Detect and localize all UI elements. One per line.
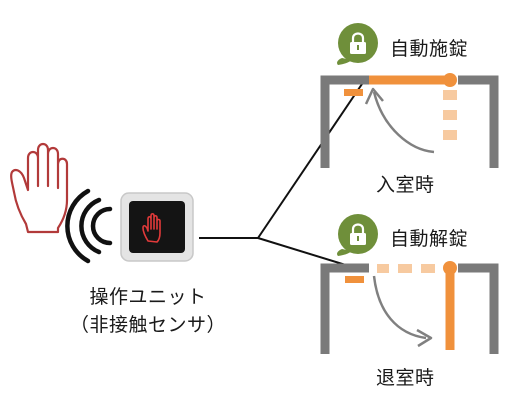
padlock-icon	[337, 214, 378, 256]
padlock-icon	[337, 23, 378, 65]
door-diagram-unlock	[320, 261, 499, 354]
unlock-trigger-label: 退室時	[376, 367, 435, 389]
operation-unit	[120, 192, 194, 262]
lock-event-label: 自動施錠	[390, 38, 469, 60]
signal-icon	[65, 188, 113, 264]
unit-name-label: 操作ユニット	[89, 286, 207, 308]
swing-arrow-icon	[372, 275, 427, 340]
unlock-event-label: 自動解錠	[390, 228, 469, 250]
lock-trigger-label: 入室時	[376, 174, 435, 196]
swing-arrow-icon	[372, 91, 435, 154]
door-diagram-lock	[320, 73, 499, 168]
connector-lines	[199, 83, 363, 271]
hand-sensor-icon	[142, 212, 161, 243]
hand-icon	[10, 142, 69, 234]
sensor-type-label: （非接触センサ）	[69, 314, 226, 336]
